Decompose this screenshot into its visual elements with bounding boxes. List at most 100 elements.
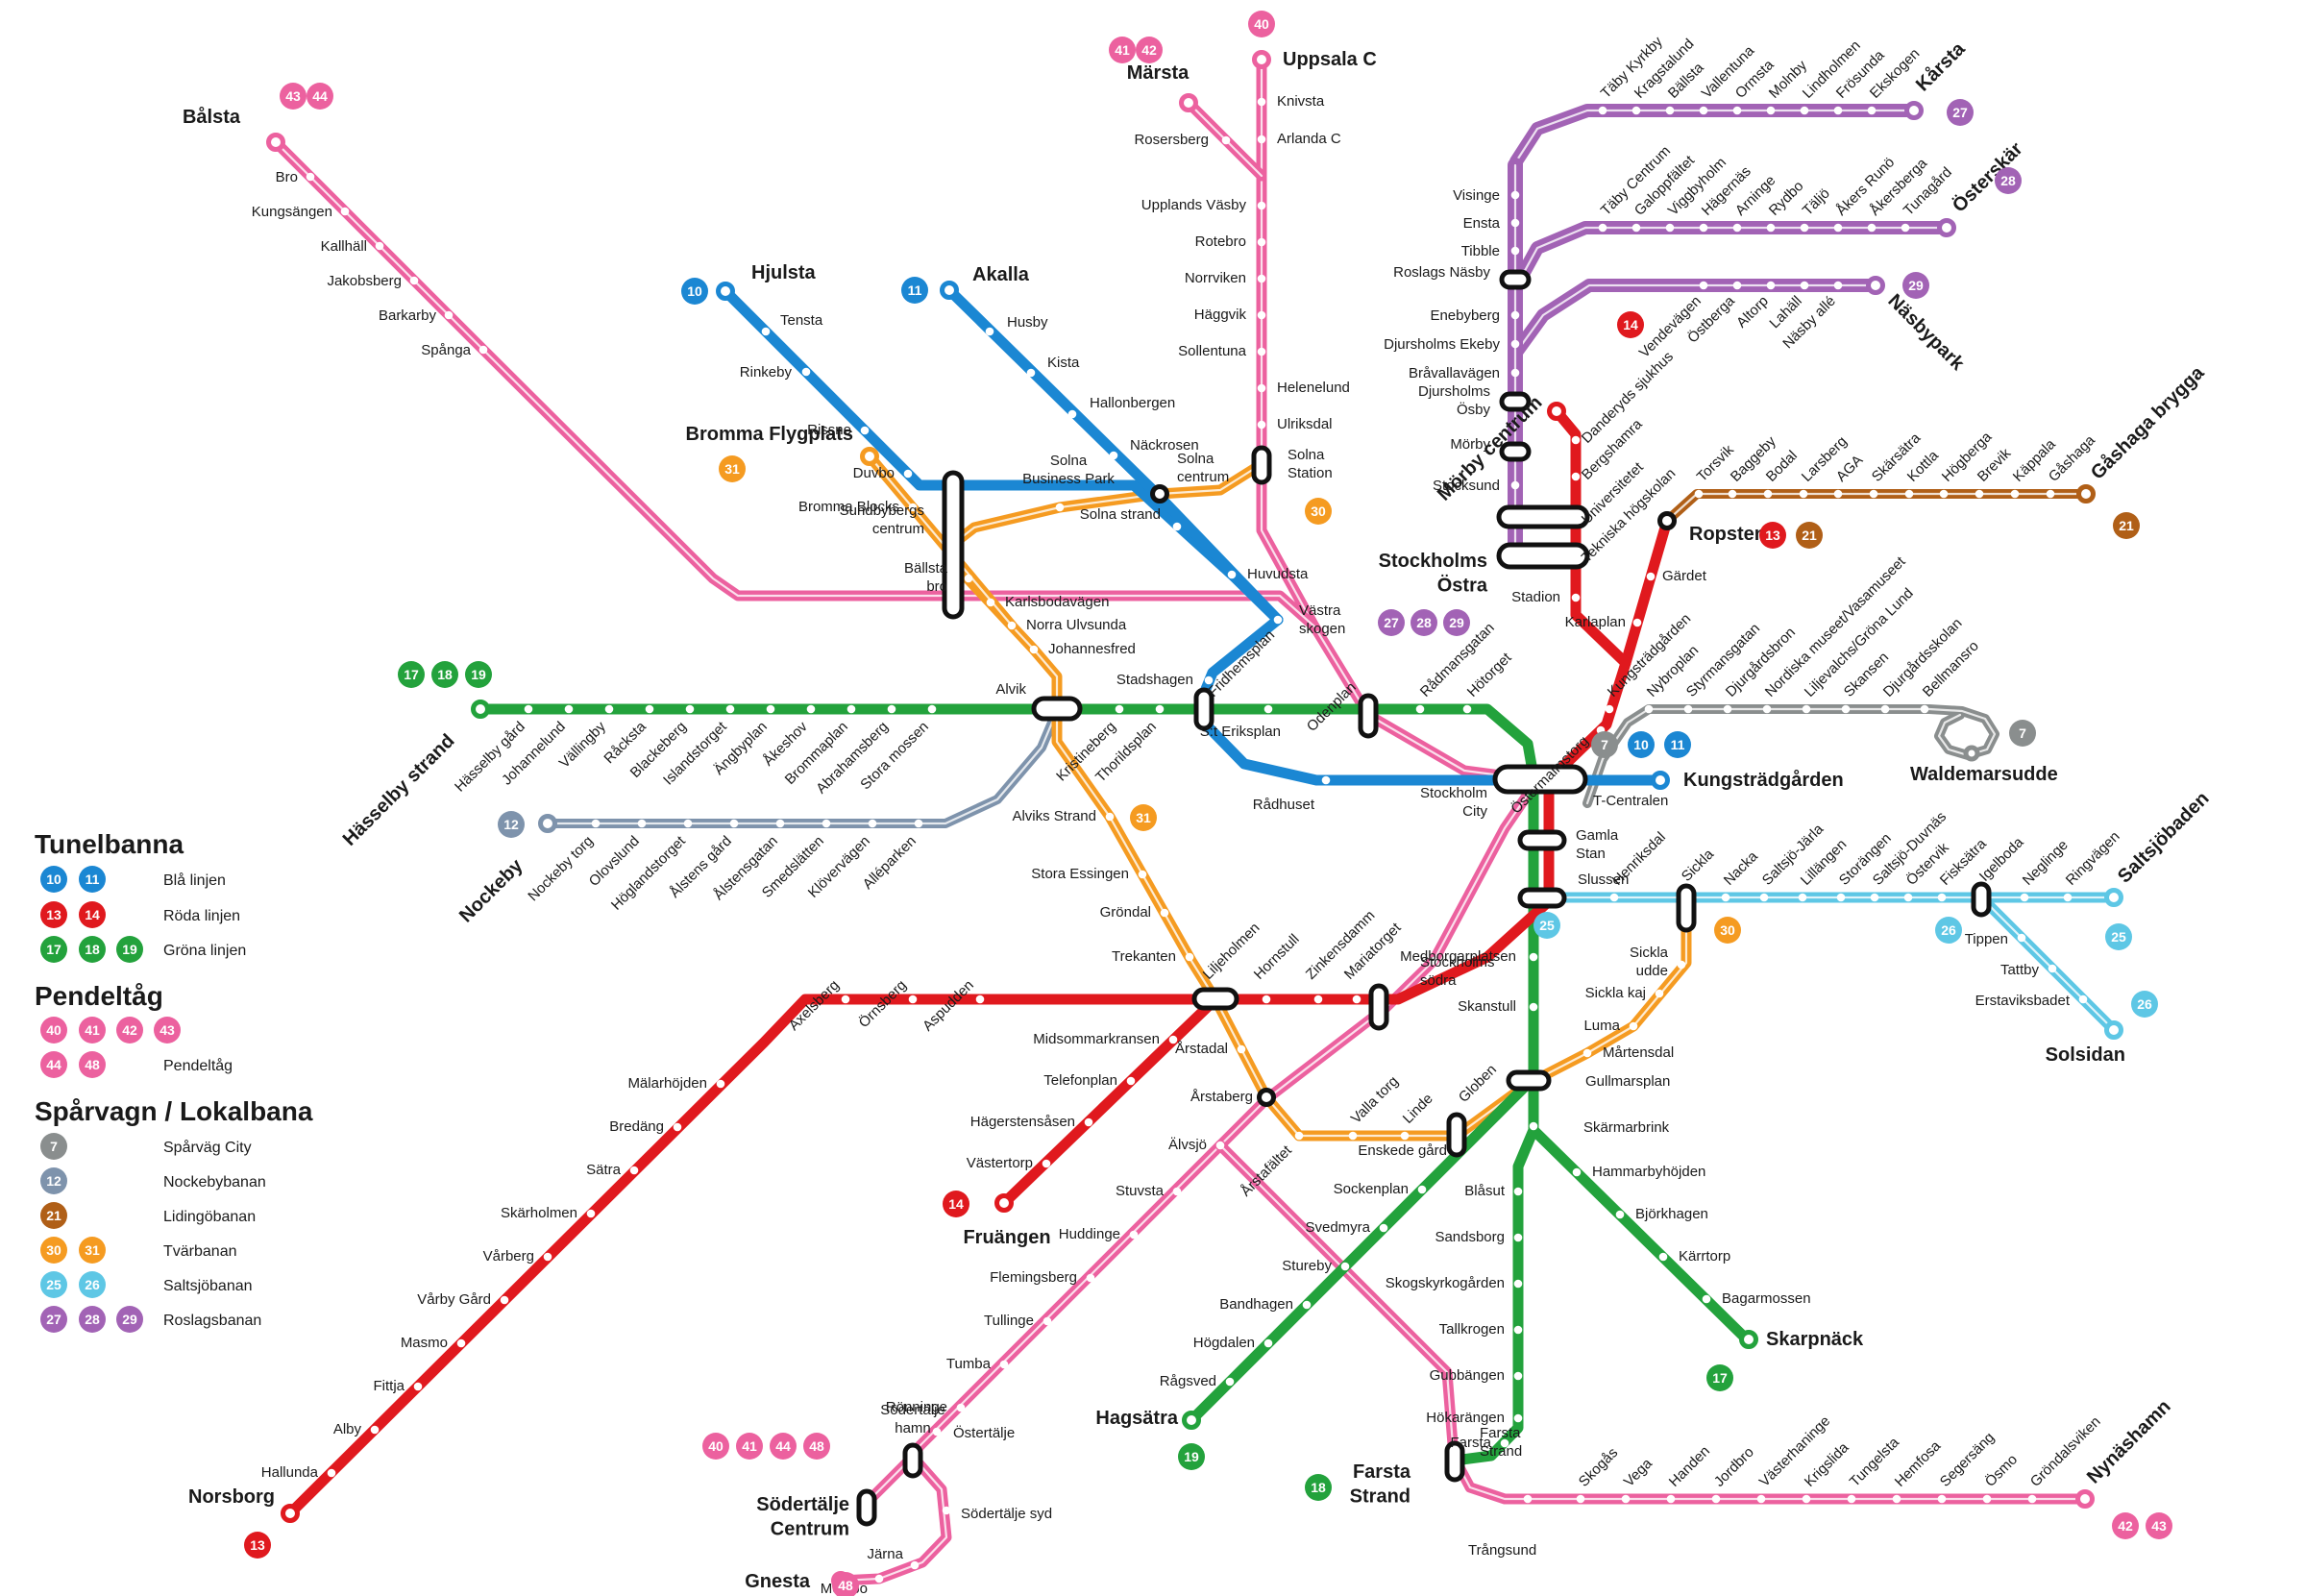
line-badge xyxy=(2113,512,2140,539)
line-badge-number: 27 xyxy=(46,1312,61,1327)
station-dot xyxy=(761,327,771,336)
line-badge-number: 30 xyxy=(1311,503,1326,519)
line-badge xyxy=(465,661,492,688)
station-label: Tibble xyxy=(1461,243,1500,259)
station-dot xyxy=(1321,775,1331,785)
station-label: Globen xyxy=(1456,1062,1500,1106)
station-dot xyxy=(1429,956,1438,966)
line-badge-number: 43 xyxy=(2151,1518,2167,1534)
line-pendeltag-balsta xyxy=(270,136,1320,632)
station-label: Ringvägen xyxy=(2063,828,2123,889)
station-dot xyxy=(645,704,654,714)
station-label: Slussen xyxy=(1578,872,1629,888)
station-dot xyxy=(1763,489,1773,499)
station-label: Enskede gård xyxy=(1358,1142,1447,1159)
line-badge-number: 19 xyxy=(122,942,137,957)
line-badge-number: 48 xyxy=(85,1057,100,1072)
interchange-hub xyxy=(856,1488,877,1527)
station-dot xyxy=(806,704,816,714)
station-label: Aspudden xyxy=(920,977,977,1035)
station-dot xyxy=(1571,472,1581,481)
line-badge-number: 44 xyxy=(312,88,328,104)
station-dot xyxy=(1510,310,1520,320)
station-label: Tattby xyxy=(2000,962,2040,978)
station-label: Nynäshamn xyxy=(2083,1396,2175,1488)
line-pendeltag-nynashamn xyxy=(1214,1140,2091,1505)
line-badge-number: 29 xyxy=(1449,615,1464,630)
line-badge xyxy=(116,1017,143,1044)
station-dot xyxy=(1576,1494,1585,1504)
station-label: Mälarhöjden xyxy=(627,1075,707,1092)
station-dot xyxy=(1513,1325,1523,1335)
line-badge-number: 41 xyxy=(1115,42,1130,58)
station-dot xyxy=(1007,621,1017,630)
line-badge xyxy=(116,1306,143,1333)
station-dot xyxy=(841,994,850,1004)
station-dot xyxy=(1160,908,1169,918)
line-badge xyxy=(1664,731,1691,758)
station-label: Vega xyxy=(1621,1455,1656,1490)
station-dot xyxy=(1937,893,1947,902)
line-badge-number: 14 xyxy=(1623,317,1638,332)
line-badge-number: 44 xyxy=(775,1438,791,1454)
line-badge-number: 17 xyxy=(1712,1370,1728,1386)
station-dot xyxy=(1939,489,1949,499)
line-badge xyxy=(79,1237,106,1264)
station-dot xyxy=(2063,893,2073,902)
interchange-hub xyxy=(1191,987,1239,1011)
interchange-hub xyxy=(1358,693,1379,739)
line-badge-number: 18 xyxy=(1311,1480,1326,1495)
station-dot xyxy=(1086,1273,1095,1283)
station-label: Kista xyxy=(1047,355,1080,371)
station-label: Stuvsta xyxy=(1116,1183,1165,1199)
station-label: Gröna linjen xyxy=(163,943,246,959)
station-dot xyxy=(409,276,419,285)
terminus-ring xyxy=(538,814,557,833)
station-dot xyxy=(985,327,994,336)
station-dot xyxy=(1598,223,1607,233)
line-badge xyxy=(244,1532,271,1559)
station-label: Skärholmen xyxy=(501,1205,577,1221)
station-label: Sickla kaj xyxy=(1585,985,1646,1001)
line-badge-number: 48 xyxy=(809,1438,824,1454)
line-badge xyxy=(1628,731,1655,758)
station-label: Stureby xyxy=(1282,1258,1332,1274)
station-dot xyxy=(2017,933,2026,943)
station-dot xyxy=(1510,218,1520,228)
terminus-ring xyxy=(1179,93,1198,112)
station-label: T-Centralen xyxy=(1593,793,1668,809)
station-label: Altorp xyxy=(1733,293,1772,331)
station-label: Blåsut xyxy=(1464,1183,1506,1199)
line-badge xyxy=(943,1191,969,1217)
station-label: Röda linjen xyxy=(163,908,240,924)
station-dot xyxy=(1115,704,1124,714)
line-badge-number: 18 xyxy=(85,942,100,957)
station-dot xyxy=(1901,223,1910,233)
station-dot xyxy=(1379,1223,1388,1233)
station-dot xyxy=(1756,1494,1766,1504)
line-badge xyxy=(40,1051,67,1078)
terminus-ring xyxy=(1963,745,1980,762)
line-badge xyxy=(79,901,106,928)
station-dot xyxy=(1800,223,1809,233)
station-label: Kallhäll xyxy=(321,238,367,255)
station-dot xyxy=(1799,489,1808,499)
interchange-hub xyxy=(1676,883,1697,933)
station-dot xyxy=(564,704,574,714)
station-label: Kårsta xyxy=(1911,37,1970,96)
station-dot xyxy=(524,704,533,714)
station-dot xyxy=(1227,570,1237,579)
station-dot xyxy=(1513,1187,1523,1196)
station-label: Trångsund xyxy=(1468,1542,1536,1559)
terminus-ring xyxy=(2075,1489,2095,1509)
station-label: Rosersberg xyxy=(1134,132,1209,148)
station-label: Tunelbanna xyxy=(35,829,184,859)
interchange-hub xyxy=(1492,764,1588,795)
station-dot xyxy=(908,994,918,1004)
line-badge-number: 29 xyxy=(122,1312,137,1327)
line-badge-number: 25 xyxy=(46,1277,61,1292)
station-dot xyxy=(1836,893,1846,902)
station-dot xyxy=(1523,1494,1533,1504)
